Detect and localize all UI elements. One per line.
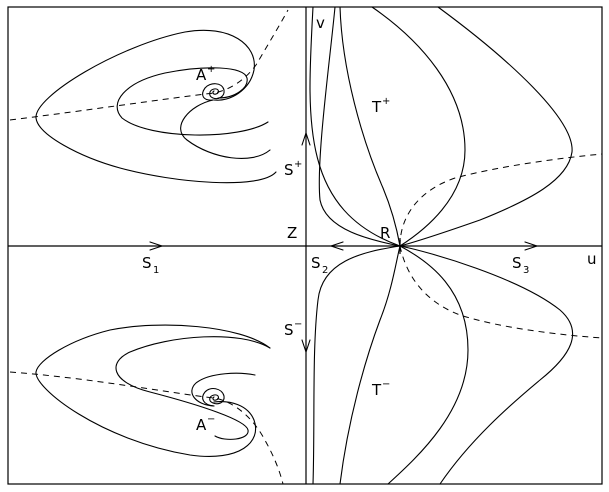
s3-arrow-right: [524, 241, 538, 251]
orbit-lower-core: [202, 387, 225, 407]
nullcline-lower-right: [399, 245, 603, 339]
svg-text:1: 1: [153, 265, 159, 276]
svg-text:S: S: [311, 254, 321, 272]
label-z: Z: [287, 224, 297, 242]
orbit-lower-middle: [115, 336, 271, 440]
spiral-lower: [9, 324, 284, 485]
label-t-plus: T +: [371, 96, 390, 116]
orbit-upper-inner: [180, 99, 271, 159]
svg-text:A: A: [196, 416, 207, 434]
label-s1: S 1: [142, 254, 159, 276]
svg-text:+: +: [207, 64, 215, 75]
nullcline-lower-left: [9, 371, 284, 485]
svg-text:−: −: [294, 319, 302, 330]
orbit-right-upper-1: [309, 6, 401, 247]
svg-text:S: S: [284, 161, 294, 179]
svg-text:T: T: [371, 98, 382, 116]
orbit-upper-middle: [116, 67, 269, 136]
svg-text:S: S: [284, 321, 294, 339]
orbit-right-upper-2: [339, 6, 401, 247]
orbit-right-upper-4: [399, 6, 573, 247]
label-a-minus: A −: [196, 414, 215, 434]
svg-text:T: T: [371, 381, 382, 399]
orbit-right-lower-2: [339, 245, 401, 485]
flow-right: [309, 6, 603, 485]
label-s-minus: S −: [284, 319, 302, 339]
orbit-right-lower-4: [399, 245, 574, 485]
svg-text:S: S: [142, 254, 152, 272]
svg-text:+: +: [382, 96, 390, 107]
orbit-right-lower-1: [312, 245, 401, 485]
orbit-right-lower-3: [387, 245, 469, 485]
svg-text:−: −: [382, 379, 390, 390]
svg-text:2: 2: [322, 265, 328, 276]
orbit-upper-outer: [35, 29, 277, 184]
s2-arrow-left: [330, 241, 344, 251]
label-s-plus: S +: [284, 159, 302, 179]
label-r: R: [380, 224, 390, 242]
svg-text:+: +: [294, 159, 302, 170]
nullcline-upper-right: [399, 153, 603, 247]
svg-text:A: A: [196, 66, 207, 84]
axis-label-v: v: [316, 14, 325, 32]
spiral-upper: [9, 9, 289, 184]
s1-arrow-right: [149, 241, 163, 251]
s-plus-arrow-up: [301, 132, 311, 146]
s-minus-arrow-down: [301, 339, 311, 353]
label-t-minus: T −: [371, 379, 390, 399]
svg-text:S: S: [512, 254, 522, 272]
orbit-right-upper-3: [371, 6, 466, 247]
svg-text:3: 3: [523, 265, 529, 276]
orbit-right-upper-5: [318, 6, 401, 247]
axis-label-u: u: [587, 250, 597, 268]
nullcline-upper-left: [9, 9, 289, 121]
orbit-lower-inner: [191, 372, 256, 407]
orbit-lower-outer: [35, 324, 271, 457]
label-s2: S 2: [311, 254, 328, 276]
orbit-upper-core: [202, 83, 225, 101]
label-s3: S 3: [512, 254, 529, 276]
svg-text:−: −: [207, 414, 215, 425]
label-a-plus: A +: [196, 64, 215, 84]
